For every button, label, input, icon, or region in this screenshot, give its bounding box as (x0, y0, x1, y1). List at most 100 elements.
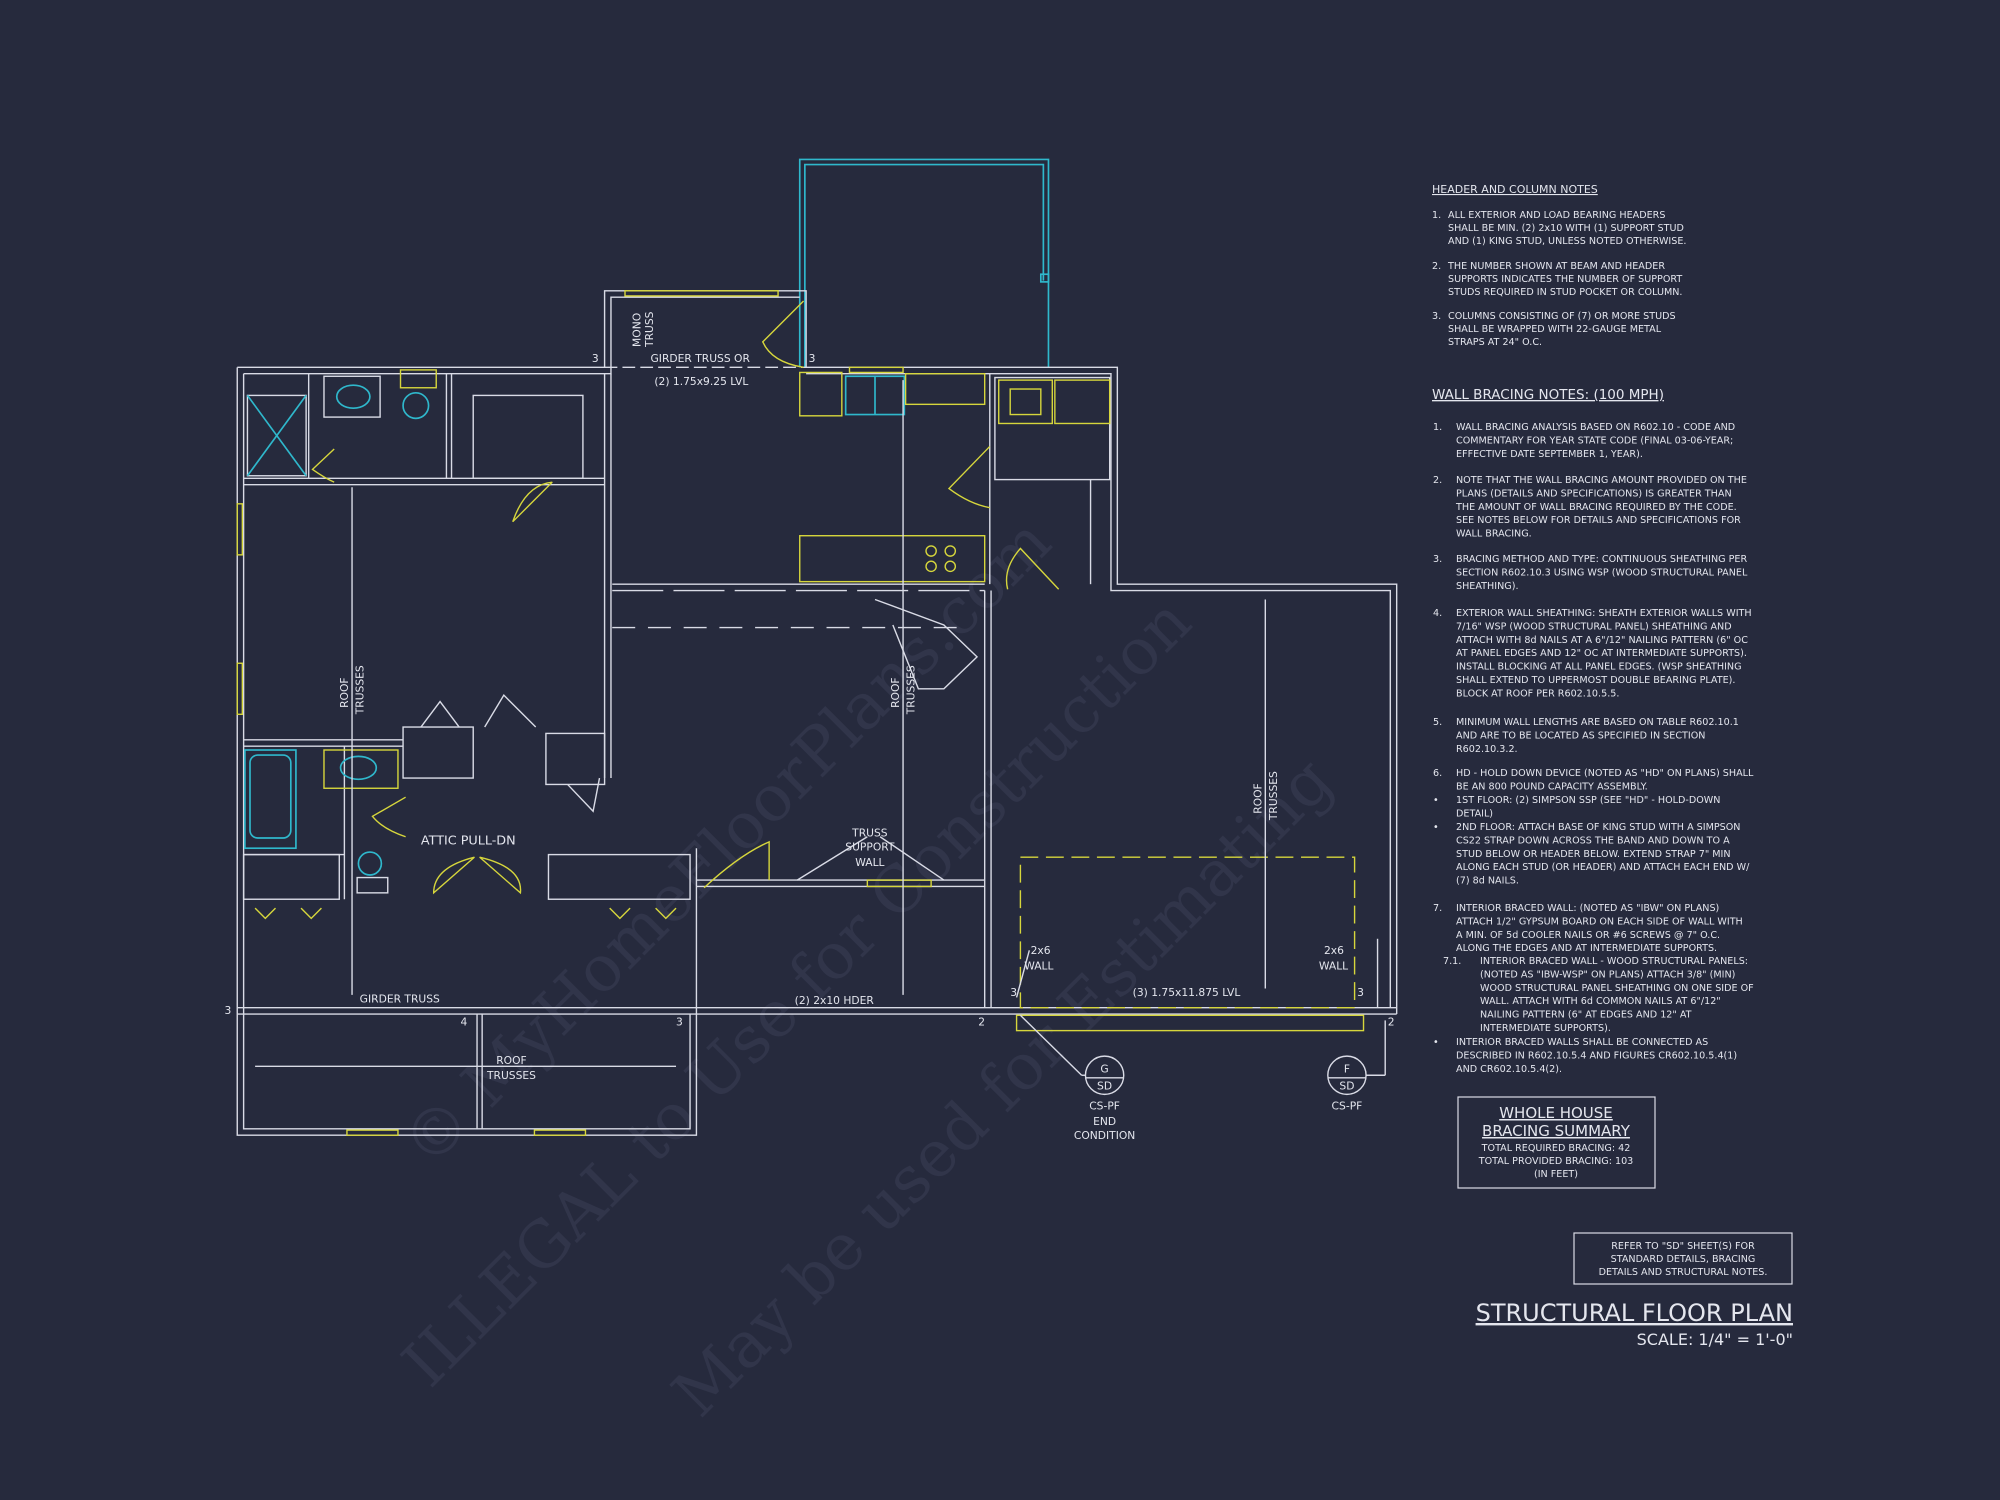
note-line: WOOD STRUCTURAL PANEL SHEATHING ON ONE S… (1480, 983, 1754, 994)
sheet-title: STRUCTURAL FLOOR PLAN (1476, 1299, 1793, 1327)
stud-count: 3 (1357, 986, 1364, 999)
lvl-beam-label: (2) 1.75x9.25 LVL (654, 375, 748, 388)
note-line: AND ARE TO BE LOCATED AS SPECIFIED IN SE… (1456, 730, 1705, 741)
note-item: 5. MINIMUM WALL LENGTHS ARE BASED ON TABL… (1433, 717, 1739, 755)
note-item: 7.1.INTERIOR BRACED WALL - WOOD STRUCTUR… (1443, 956, 1754, 1034)
total-required-bracing: TOTAL REQUIRED BRACING: 42 (1481, 1143, 1631, 1154)
note-line: INTERIOR BRACED WALL: (NOTED AS "IBW" ON… (1456, 903, 1719, 914)
note-line: (7) 8d NAILS. (1456, 876, 1519, 887)
wall-2x6-label: WALL (1319, 959, 1348, 972)
note-line: CS22 STRAP DOWN ACROSS THE BAND AND DOWN… (1456, 835, 1730, 846)
refer-note-line: STANDARD DETAILS, BRACING (1611, 1254, 1756, 1265)
note-line: STUD BELOW OR HEADER BELOW. EXTEND STRAP… (1456, 849, 1731, 860)
note-line: MINIMUM WALL LENGTHS ARE BASED ON TABLE … (1456, 717, 1739, 728)
note-line: SHEATHING). (1456, 581, 1519, 592)
note-line: SUPPORTS INDICATES THE NUMBER OF SUPPORT (1448, 274, 1682, 285)
interior-walls (242, 373, 1111, 1015)
note-line: A MIN. OF 5d COOLER NAILS OR #6 SCREWS @… (1456, 930, 1720, 941)
bracing-notes-list: 1. WALL BRACING ANALYSIS BASED ON R602.10… (1433, 422, 1754, 1075)
truss-support-wall-label: TRUSS (851, 827, 888, 840)
roof-trusses-label: ROOF (496, 1054, 526, 1067)
note-number: 7. (1433, 903, 1442, 914)
note-line: 1ST FLOOR: (2) SIMPSON SSP (SEE "HD" - H… (1456, 795, 1720, 806)
note-number: 4. (1433, 608, 1442, 619)
note-item: • INTERIOR BRACED WALLS SHALL BE CONNECTE… (1433, 1037, 1737, 1075)
note-line: EXTERIOR WALL SHEATHING: SHEATH EXTERIOR… (1456, 608, 1752, 619)
truss-support-wall-label: WALL (855, 856, 884, 869)
plan-labels: MONO TRUSS 3 GIRDER TRUSS OR 3 (2) 1.75x… (224, 311, 1394, 1082)
wall-2x6-label: WALL (1024, 959, 1053, 972)
note-line: 2ND FLOOR: ATTACH BASE OF KING STUD WITH… (1456, 822, 1740, 833)
note-number: • (1433, 795, 1439, 806)
note-item: 6.HD - HOLD DOWN DEVICE (NOTED AS "HD" O… (1433, 768, 1754, 792)
roof-trusses-label: ROOF (338, 677, 351, 707)
note-number: 3. (1433, 554, 1442, 565)
note-line: NAILING PATTERN (6" AT EDGES AND 12" AT (1480, 1010, 1692, 1021)
note-line: BLOCK AT ROOF PER R602.10.5.5. (1456, 688, 1619, 699)
stud-count: 3 (809, 352, 816, 365)
note-line: DESCRIBED IN R602.10.5.4 AND FIGURES CR6… (1456, 1050, 1737, 1061)
note-line: ATTACH WITH 8d NAILS AT A 6"/12" NAILING… (1456, 635, 1748, 646)
truss-support-wall-label: SUPPORT (845, 841, 895, 854)
note-line: DETAIL) (1456, 808, 1493, 819)
girder-truss-or-label: GIRDER TRUSS OR (651, 352, 751, 365)
note-number: • (1433, 1037, 1439, 1048)
note-number: 1. (1433, 422, 1442, 433)
note-line: WALL. ATTACH WITH 6d COMMON NAILS AT 6"/… (1480, 996, 1721, 1007)
roof-trusses-label: TRUSSES (905, 665, 918, 715)
bracing-notes-title: WALL BRACING NOTES: (100 MPH) (1432, 387, 1664, 403)
note-line: AND (1) KING STUD, UNLESS NOTED OTHERWIS… (1448, 236, 1686, 247)
header-notes-title: HEADER AND COLUMN NOTES (1432, 183, 1598, 196)
note-line: INSTALL BLOCKING AT ALL PANEL EDGES. (WS… (1456, 662, 1742, 673)
stud-count: 2 (978, 1016, 985, 1029)
detail-sheet: SD (1339, 1079, 1354, 1092)
patio-outline (798, 158, 1050, 368)
note-line: THE NUMBER SHOWN AT BEAM AND HEADER (1447, 261, 1665, 272)
note-number: 7.1. (1443, 956, 1461, 967)
detail-callout-f[interactable]: F SD CS-PF (1327, 1055, 1367, 1113)
note-item: 7. INTERIOR BRACED WALL: (NOTED AS "IBW" … (1433, 903, 1743, 954)
note-number: 5. (1433, 717, 1442, 728)
note-number: 6. (1433, 768, 1442, 779)
truss-span-arrows (255, 380, 1386, 1076)
note-number: • (1433, 822, 1439, 833)
note-line: SECTION R602.10.3 USING WSP (WOOD STRUCT… (1456, 567, 1748, 578)
header-notes-list: 1.ALL EXTERIOR AND LOAD BEARING HEADERSS… (1432, 210, 1686, 348)
wall-2x6-label: 2x6 (1031, 944, 1051, 957)
roof-trusses-label: TRUSSES (1267, 771, 1280, 821)
detail-note: CS-PF (1332, 1100, 1363, 1113)
note-line: WALL BRACING ANALYSIS BASED ON R602.10 -… (1456, 422, 1735, 433)
note-item: 3.COLUMNS CONSISTING OF (7) OR MORE STUD… (1432, 311, 1676, 348)
detail-note: CS-PF (1089, 1100, 1120, 1113)
note-line: PLANS (DETAILS AND SPECIFICATIONS) IS GR… (1456, 488, 1732, 499)
detail-letter: F (1344, 1063, 1350, 1076)
note-line: ALONG EACH STUD (OR HEADER) AND ATTACH E… (1456, 862, 1750, 873)
note-line: STUDS REQUIRED IN STUD POCKET OR COLUMN. (1448, 287, 1682, 298)
door-swings (254, 300, 1060, 920)
note-item: 4. EXTERIOR WALL SHEATHING: SHEATH EXTERI… (1433, 608, 1752, 699)
wall-2x6-label: 2x6 (1324, 944, 1344, 957)
note-item: 1.ALL EXTERIOR AND LOAD BEARING HEADERSS… (1432, 210, 1686, 247)
refer-note-box: REFER TO "SD" SHEET(S) FOR STANDARD DETA… (1573, 1232, 1793, 1285)
note-item: 2.THE NUMBER SHOWN AT BEAM AND HEADERSUP… (1432, 261, 1682, 298)
sheet-scale: SCALE: 1/4" = 1'-0" (1637, 1330, 1793, 1349)
note-line: INTERIOR BRACED WALLS SHALL BE CONNECTED… (1456, 1037, 1708, 1048)
mono-truss-label: MONO (630, 313, 643, 347)
summary-title: WHOLE HOUSE (1499, 1104, 1613, 1122)
attic-pull-down-label: ATTIC PULL-DN (421, 833, 516, 848)
header-label: (2) 2x10 HDER (795, 994, 875, 1007)
note-number: 2. (1433, 475, 1442, 486)
roof-trusses-label: TRUSSES (354, 665, 367, 715)
fixtures (236, 290, 1365, 1136)
note-line: EFFECTIVE DATE SEPTEMBER 1, YEAR). (1456, 449, 1643, 460)
exterior-walls (236, 290, 1398, 1136)
roof-trusses-label: TRUSSES (486, 1069, 536, 1082)
note-line: COLUMNS CONSISTING OF (7) OR MORE STUDS (1448, 311, 1676, 322)
stud-count: 2 (1388, 1016, 1395, 1029)
note-line: NOTE THAT THE WALL BRACING AMOUNT PROVID… (1456, 475, 1747, 486)
detail-callout-g[interactable]: G SD CS-PF END CONDITION (1074, 1055, 1135, 1142)
